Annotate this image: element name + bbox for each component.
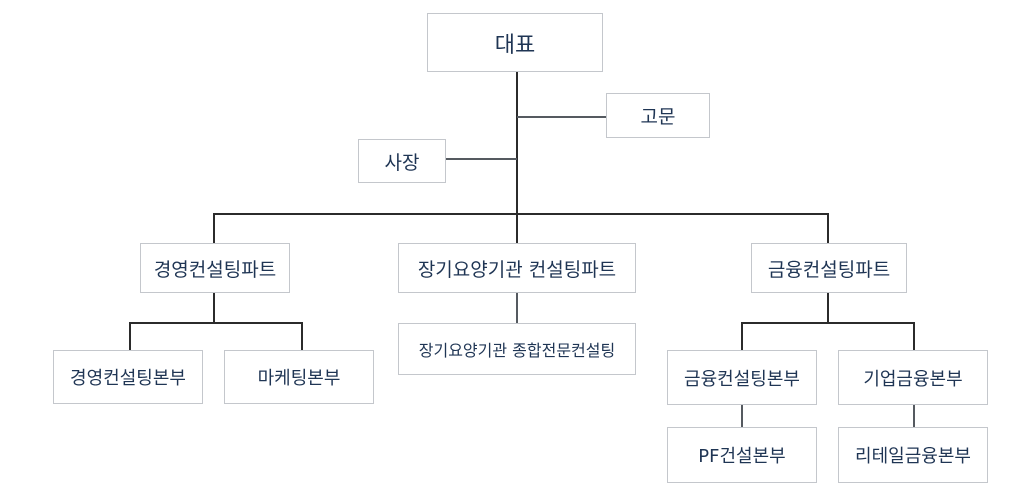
connector-president: [445, 158, 517, 160]
division-box-corporate-finance: 기업금융본부: [838, 350, 988, 405]
part-label: 장기요양기관 컨설팅파트: [417, 258, 617, 281]
connector-div-3a-drop: [741, 322, 743, 350]
president-box: 사장: [358, 139, 446, 183]
division-label: 마케팅본부: [257, 368, 341, 389]
connector-advisor: [517, 116, 607, 118]
part-label: 금융컨설팅파트: [767, 258, 891, 281]
connector-div-1b-drop: [301, 322, 303, 350]
advisor-box: 고문: [606, 93, 710, 138]
ceo-label: 대표: [494, 32, 536, 58]
part-label: 경영컨설팅파트: [153, 258, 277, 281]
connector-part-3-bar: [741, 322, 915, 324]
president-label: 사장: [384, 151, 420, 174]
connector-div-1a-drop: [129, 322, 131, 350]
subdivision-box-retail-finance: 리테일금융본부: [838, 427, 988, 483]
connector-part-2-drop: [516, 213, 518, 243]
division-box-finance-consulting: 금융컨설팅본부: [667, 350, 817, 405]
connector-part-2-down: [516, 293, 518, 323]
subdivision-label: 리테일금융본부: [855, 446, 971, 467]
part-box-longterm-care: 장기요양기관 컨설팅파트: [398, 243, 636, 293]
part-box-finance: 금융컨설팅파트: [751, 243, 907, 293]
part-box-management: 경영컨설팅파트: [140, 243, 290, 293]
connector-part-1-drop: [213, 213, 215, 243]
division-box-marketing: 마케팅본부: [224, 350, 374, 404]
subdivision-label: PF건설본부: [698, 446, 786, 467]
connector-part-3-down: [827, 293, 829, 323]
connector-sub-3a-drop: [741, 405, 743, 427]
division-box-management-consulting: 경영컨설팅본부: [53, 350, 203, 404]
division-label: 경영컨설팅본부: [70, 368, 186, 389]
ceo-box: 대표: [427, 13, 603, 72]
connector-part-1-bar: [129, 322, 303, 324]
division-box-longterm-care-consulting: 장기요양기관 종합전문컨설팅: [398, 323, 636, 375]
subdivision-box-pf-construction: PF건설본부: [667, 427, 817, 483]
connector-div-3b-drop: [913, 322, 915, 350]
connector-ceo-trunk: [516, 72, 518, 214]
division-label: 금융컨설팅본부: [684, 368, 800, 390]
connector-parts-bar: [213, 213, 829, 215]
advisor-label: 고문: [640, 106, 676, 128]
division-label: 기업금융본부: [863, 368, 963, 390]
connector-sub-3b-drop: [913, 405, 915, 427]
connector-part-1-down: [213, 293, 215, 323]
division-label: 장기요양기관 종합전문컨설팅: [418, 341, 616, 360]
connector-part-3-drop: [827, 213, 829, 243]
